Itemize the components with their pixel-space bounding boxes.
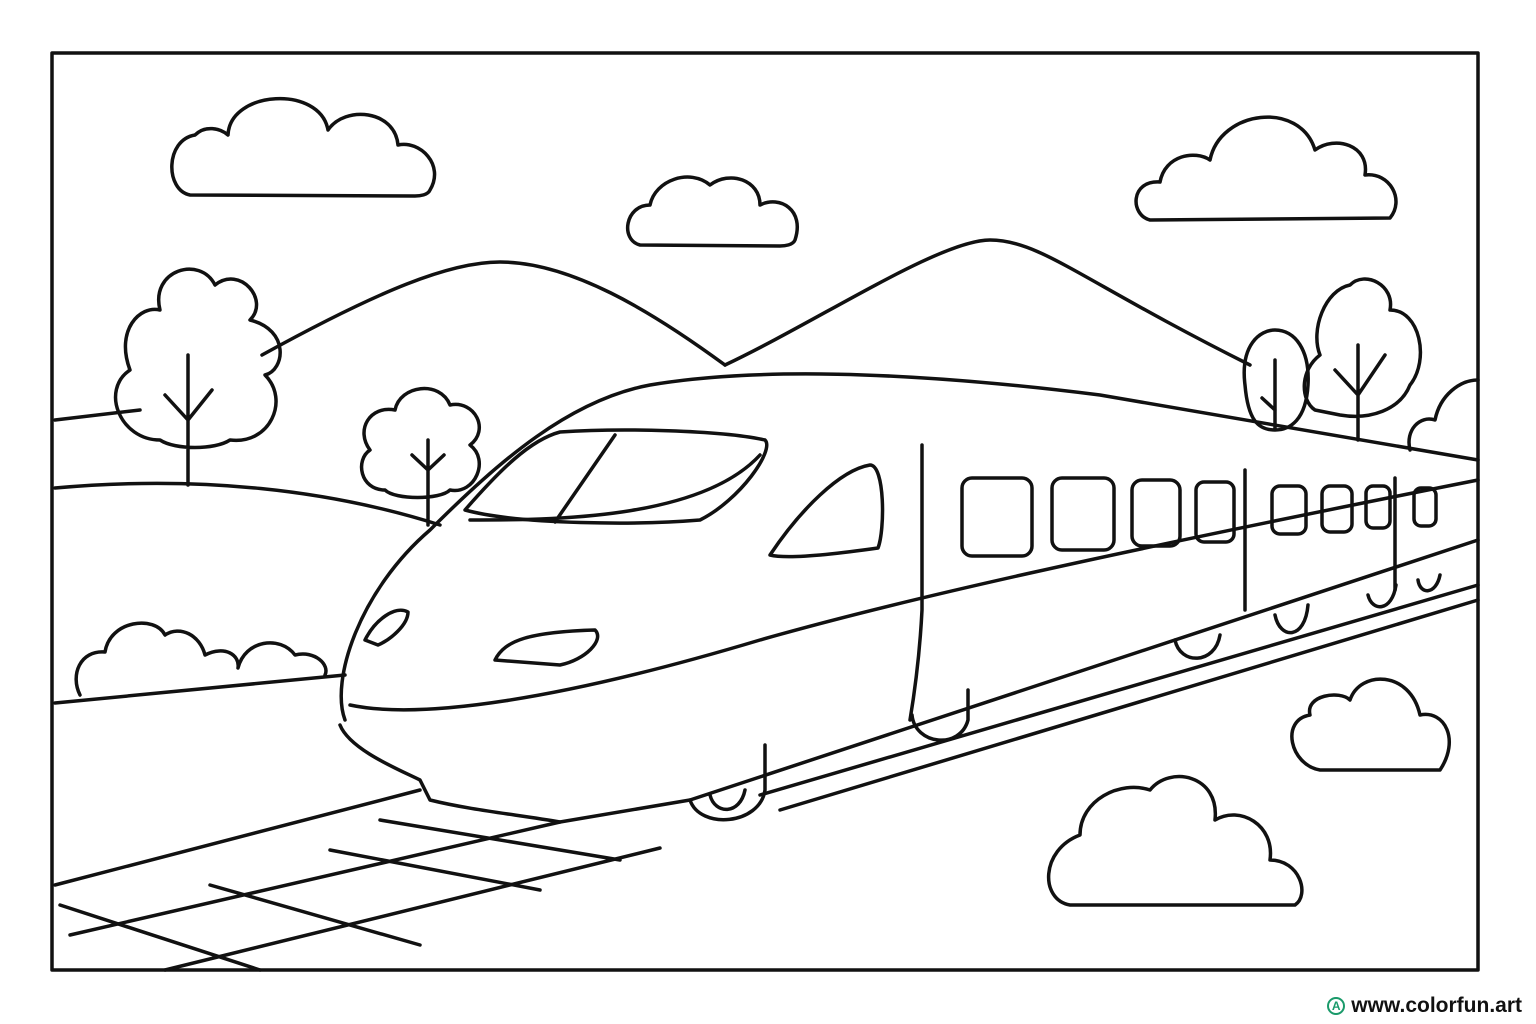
- train-window: [1050, 476, 1116, 552]
- cloud: [1290, 677, 1451, 772]
- cloud: [1134, 115, 1398, 222]
- train-window: [1364, 484, 1392, 530]
- train-wheel: [910, 688, 970, 742]
- train-window: [1130, 478, 1182, 548]
- train-window: [1270, 484, 1308, 536]
- hill-line: [53, 408, 142, 422]
- frame-border: [50, 51, 1480, 972]
- train-window: [1194, 480, 1236, 544]
- train-window: [1320, 484, 1354, 534]
- train-wheel: [1273, 603, 1310, 635]
- train-window: [1412, 486, 1438, 528]
- train-body: [338, 372, 1480, 824]
- train-windshield: [463, 428, 769, 525]
- train-wheel: [688, 743, 767, 822]
- train-wheel: [1173, 633, 1222, 660]
- train-stripe: [348, 453, 1480, 712]
- watermark-text: www.colorfun.art: [1351, 994, 1522, 1017]
- bush: [74, 621, 328, 697]
- cloud: [1047, 774, 1304, 907]
- tree: [113, 267, 282, 487]
- rail: [68, 583, 1480, 937]
- colorfun-logo-icon: A: [1327, 997, 1346, 1015]
- rail: [53, 788, 422, 887]
- hill-line: [53, 481, 442, 527]
- cloud: [625, 175, 799, 248]
- cloud: [170, 97, 437, 198]
- train-door-line: [908, 443, 1397, 722]
- train-wheel: [1366, 573, 1442, 609]
- train-side-window: [768, 463, 885, 559]
- horizon-line: [53, 673, 347, 705]
- tree: [1302, 277, 1423, 442]
- train-headlight: [363, 608, 600, 667]
- rail-tie: [58, 818, 622, 972]
- mountain: [723, 238, 1252, 367]
- tree: [359, 387, 481, 527]
- rail: [163, 598, 1480, 972]
- bush: [1407, 378, 1480, 452]
- watermark: A www.colorfun.art: [1327, 994, 1522, 1018]
- tree: [1242, 328, 1310, 432]
- mountain: [260, 260, 727, 367]
- train-window: [960, 476, 1034, 558]
